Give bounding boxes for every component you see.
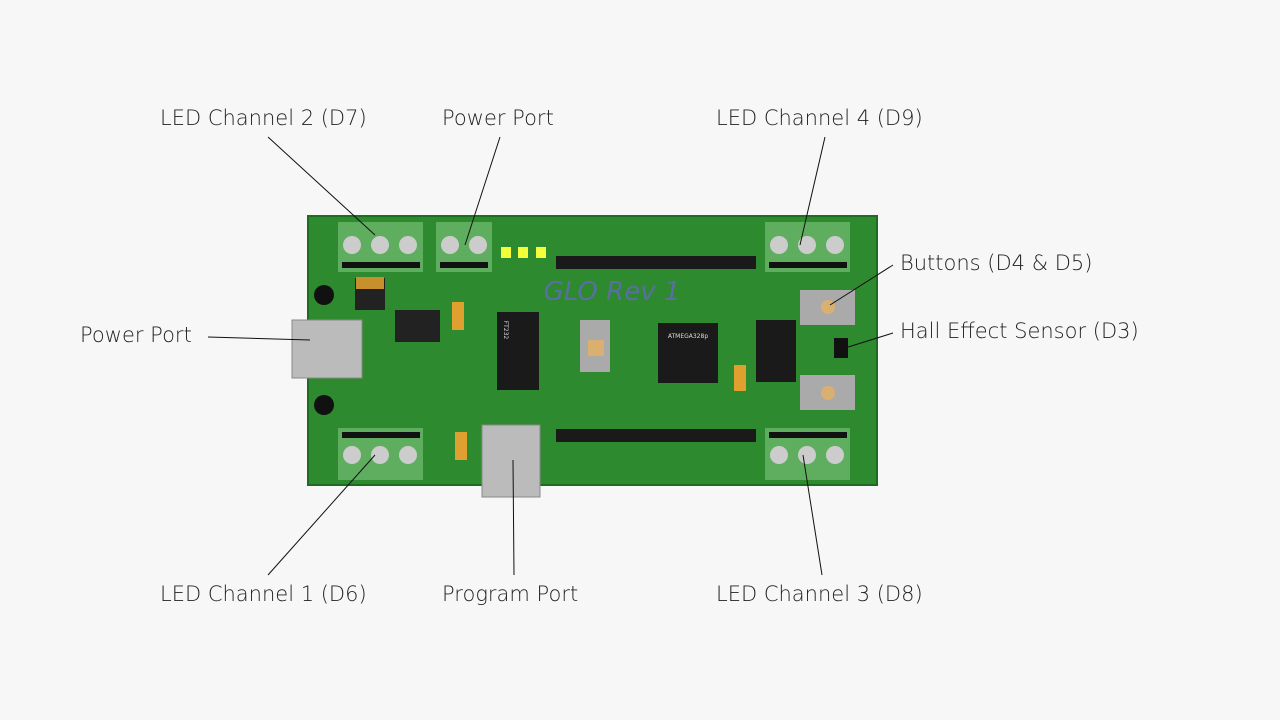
terminal-block-ch3 <box>765 428 850 480</box>
label-hall-sensor: Hall Effect Sensor (D3) <box>900 319 1139 343</box>
label-led-channel-1: LED Channel 1 (D6) <box>160 582 367 606</box>
label-led-channel-4: LED Channel 4 (D9) <box>716 106 923 130</box>
voltage-regulator <box>395 310 440 342</box>
status-leds <box>501 247 546 258</box>
usb-power-connector <box>291 319 363 379</box>
silkscreen-logo: GLO Rev 1 <box>544 277 681 307</box>
terminal-block-power <box>436 222 492 272</box>
label-led-channel-3: LED Channel 3 (D8) <box>716 582 923 606</box>
buttons <box>800 290 855 410</box>
label-led-channel-2: LED Channel 2 (D7) <box>160 106 367 130</box>
ftdi-marking: FT232 <box>502 321 509 340</box>
terminal-block-ch1 <box>338 428 423 480</box>
label-buttons: Buttons (D4 & D5) <box>900 251 1093 275</box>
terminal-block-ch4 <box>765 222 850 272</box>
usb-program-connector <box>481 424 541 498</box>
ftdi-chip <box>497 312 539 390</box>
header-bottom <box>556 429 756 442</box>
label-power-port-left: Power Port <box>80 323 192 347</box>
leader-lines <box>207 136 894 576</box>
mcu-marking: ATMEGA328p <box>668 333 708 340</box>
atmega-chip <box>658 323 718 383</box>
terminal-block-ch2 <box>338 222 423 272</box>
label-power-port-top: Power Port <box>442 106 554 130</box>
label-program-port: Program Port <box>442 582 579 606</box>
hall-effect-sensor <box>834 338 848 358</box>
header-top <box>556 256 756 269</box>
